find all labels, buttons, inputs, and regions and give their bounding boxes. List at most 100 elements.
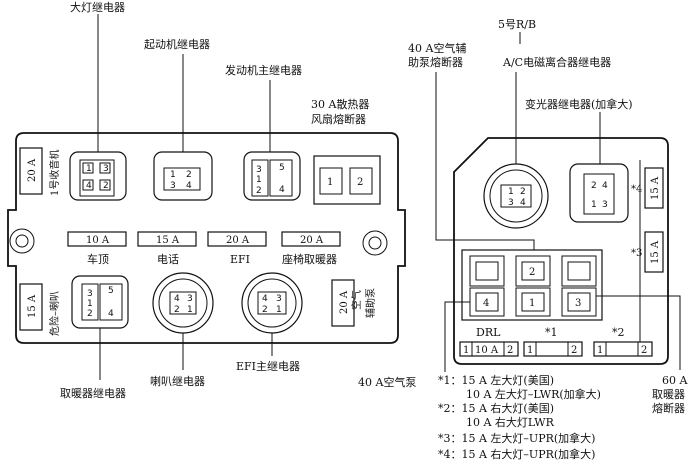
horn-relay: 4 3 2 1 [152, 272, 214, 334]
heater-fuse-label-1: 60 A [662, 374, 688, 387]
svg-text:1: 1 [527, 345, 533, 356]
svg-text:1: 1 [597, 345, 603, 356]
drl-label: DRL [476, 326, 501, 339]
svg-text:2: 2 [87, 309, 93, 319]
star1-fuse: 1 2 [523, 341, 583, 357]
radiator-fan-fuse: 1 2 [313, 155, 381, 205]
svg-text:2: 2 [174, 305, 180, 315]
svg-text:2: 2 [529, 267, 535, 278]
engine-pin-1: 1 [256, 175, 262, 185]
svg-text:3: 3 [602, 200, 608, 210]
svg-text:4: 4 [520, 198, 526, 208]
fuse-radio-name: 1号收音机 [48, 150, 61, 196]
svg-text:1: 1 [529, 298, 535, 309]
svg-text:2: 2 [641, 345, 647, 356]
svg-text:1: 1 [87, 299, 93, 309]
svg-text:3: 3 [187, 294, 193, 304]
svg-text:*4: *4 [631, 184, 642, 195]
air-pump-fuse-label-2: 助泵熔断器 [408, 55, 463, 69]
starter-relay: 1 2 3 4 [153, 151, 213, 201]
big-fuse-array: 4 2 1 3 [461, 249, 603, 321]
svg-text:5: 5 [108, 286, 114, 296]
drl-fuse: 1 10 A 2 [459, 341, 519, 357]
fuse-seat-heater: 20 A 座椅取暖器 [281, 231, 341, 266]
starter-relay-label: 起动机继电器 [144, 37, 210, 51]
svg-text:辅助泵: 辅助泵 [364, 288, 377, 318]
footnotes: *1：15 A 左大灯(美国) 10 A 左大灯–LWR(加拿大) *2：15 … [438, 373, 601, 461]
dimmer-relay-label: 变光器继电器(加拿大) [525, 97, 633, 111]
svg-text:4: 4 [262, 294, 268, 304]
headlight-relay-label: 大灯继电器 [70, 0, 125, 14]
engine-pin-4: 4 [279, 185, 285, 195]
headlight-pin-1: 1 [86, 164, 92, 174]
svg-text:1: 1 [591, 200, 597, 210]
svg-text:4: 4 [483, 298, 489, 309]
svg-text:1: 1 [276, 305, 282, 315]
svg-text:座椅取暖器: 座椅取暖器 [282, 252, 337, 266]
star2-label: *2 [612, 326, 625, 339]
air-pump-fuse-label-1: 40 A空气辅 [408, 41, 466, 55]
note-3: *2：15 A 右大灯(美国) [438, 401, 554, 415]
engine-pin-3: 3 [256, 165, 262, 175]
svg-text:2: 2 [507, 345, 513, 356]
ac-relay-label: A/C电磁离合器继电器 [502, 55, 611, 69]
engine-main-relay-label: 发动机主继电器 [225, 63, 302, 77]
svg-text:10 A: 10 A [86, 235, 110, 246]
fuse-phone: 15 A 电话 [137, 231, 197, 266]
svg-text:*3: *3 [631, 248, 642, 259]
mount-hole-left [9, 228, 35, 254]
fuse-hazard-horn: 15 A 危险–喇叭 [19, 283, 61, 336]
svg-text:1: 1 [463, 345, 469, 356]
svg-text:EFI: EFI [230, 253, 250, 266]
svg-text:电话: 电话 [157, 253, 179, 266]
fan-slot-2: 2 [357, 177, 363, 188]
svg-text:2: 2 [591, 181, 597, 191]
fuse-radio-1: 20 A 1号收音机 [19, 147, 61, 196]
svg-text:4: 4 [602, 181, 608, 191]
svg-text:20 A: 20 A [226, 235, 250, 246]
svg-text:15 A: 15 A [27, 294, 38, 318]
svg-text:车顶: 车顶 [87, 252, 109, 266]
starter-pin-4: 4 [186, 181, 192, 191]
fan-slot-1: 1 [327, 177, 333, 188]
rb5-label: 5号R/B [498, 18, 536, 31]
svg-text:3: 3 [508, 198, 514, 208]
note-1: *1：15 A 左大灯(美国) [438, 373, 554, 387]
headlight-relay: 1 3 4 2 [69, 151, 127, 201]
fuse-radio-amp: 20 A [27, 158, 38, 182]
svg-text:15 A: 15 A [650, 176, 661, 200]
heater-fuse-label-3: 熔断器 [652, 401, 685, 415]
headlight-pin-3: 3 [103, 164, 109, 174]
svg-text:空气: 空气 [350, 290, 363, 310]
heater-relay-label: 取暖器继电器 [60, 387, 126, 400]
fuse-roof: 10 A 车顶 [67, 231, 127, 266]
fuse-star4: 15 A *4 [631, 167, 664, 209]
note-2: 10 A 左大灯–LWR(加拿大) [466, 387, 601, 401]
heater-fuse-label-2: 取暖器 [652, 388, 685, 401]
svg-text:1: 1 [508, 187, 514, 197]
heater-relay: 5 3 1 2 4 [71, 275, 129, 329]
note-6: *4：15 A 右大灯–UPR(加拿大) [438, 447, 595, 461]
svg-text:3: 3 [276, 294, 282, 304]
radiator-fuse-label-1: 30 A散热器 [311, 97, 369, 111]
fuse-air-aux-pump: 20 A 空气 辅助泵 [331, 279, 377, 327]
note-4: 10 A 右大灯LWR [466, 415, 555, 429]
air-pump-40a-label: 40 A空气泵 [358, 375, 416, 389]
svg-text:10 A: 10 A [475, 345, 499, 356]
dimmer-relay: 2 4 1 3 [569, 163, 629, 223]
efi-main-relay: 4 3 2 1 [241, 272, 303, 334]
engine-pin-5: 5 [279, 163, 285, 173]
note-5: *3：15 A 左大灯–UPR(加拿大) [438, 431, 595, 445]
headlight-pin-2: 2 [103, 181, 109, 191]
efi-main-relay-label: EFI主继电器 [236, 360, 300, 373]
svg-text:危险–喇叭: 危险–喇叭 [48, 291, 61, 336]
starter-pin-1: 1 [170, 170, 176, 180]
star2-fuse: 1 2 [593, 341, 653, 357]
svg-text:4: 4 [108, 309, 114, 319]
svg-text:3: 3 [87, 289, 93, 299]
svg-text:3: 3 [575, 298, 581, 309]
svg-text:20 A: 20 A [339, 290, 350, 314]
right-block-outline [453, 137, 669, 365]
ac-clutch-relay: 1 2 3 4 [483, 163, 549, 229]
